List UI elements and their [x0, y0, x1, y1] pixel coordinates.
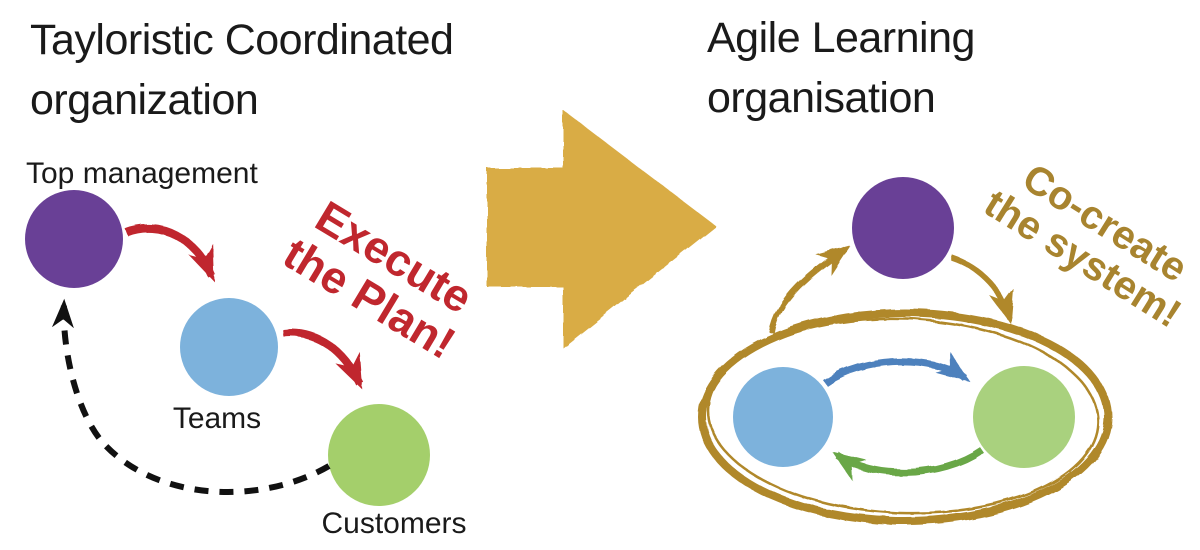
system-ellipse-outer: [698, 309, 1112, 525]
transform-arrow-icon: [487, 110, 716, 348]
right-title-line2: organisation: [707, 74, 935, 122]
arrow-teams-to-customers-loop-icon: [822, 351, 970, 386]
arrow-customers-to-teams-loop-icon: [831, 447, 984, 482]
arrow-system-to-management-icon: [769, 245, 850, 334]
agile-panel: Agile Learning organisation Co-create th…: [698, 14, 1195, 525]
execute-plan-annotation: Execute the Plan!: [275, 191, 481, 369]
top-management-label: Top management: [26, 157, 258, 190]
customers-node: [328, 404, 430, 506]
plan-flow-arrows-icon: [124, 224, 364, 390]
customers-label: Customers: [321, 507, 466, 540]
feedback-dashed-arrow-icon: [51, 298, 331, 495]
team-customer-loop-icon: [822, 351, 984, 482]
teams-label: Teams: [173, 402, 261, 435]
top-management-node: [25, 190, 123, 288]
left-title-line2: organization: [30, 76, 258, 124]
arrow-management-to-system-icon: [951, 255, 1014, 324]
arrow-management-to-teams-icon: [124, 224, 216, 282]
agile-teams-node: [733, 367, 833, 467]
teams-node: [180, 298, 278, 396]
cocreate-arrows-icon: [769, 245, 1014, 334]
agile-customers-node: [973, 366, 1075, 468]
system-ellipse-inner: [706, 317, 1100, 515]
tayloristic-panel: Tayloristic Coordinated organization Top…: [25, 16, 481, 540]
cocreate-annotation: Co-create the system!: [977, 156, 1195, 337]
left-title-line1: Tayloristic Coordinated: [30, 16, 453, 64]
agile-management-node: [852, 177, 954, 279]
arrow-teams-to-customers-icon: [282, 328, 364, 390]
right-title-line1: Agile Learning: [707, 14, 975, 62]
system-boundary-icon: [698, 309, 1112, 525]
